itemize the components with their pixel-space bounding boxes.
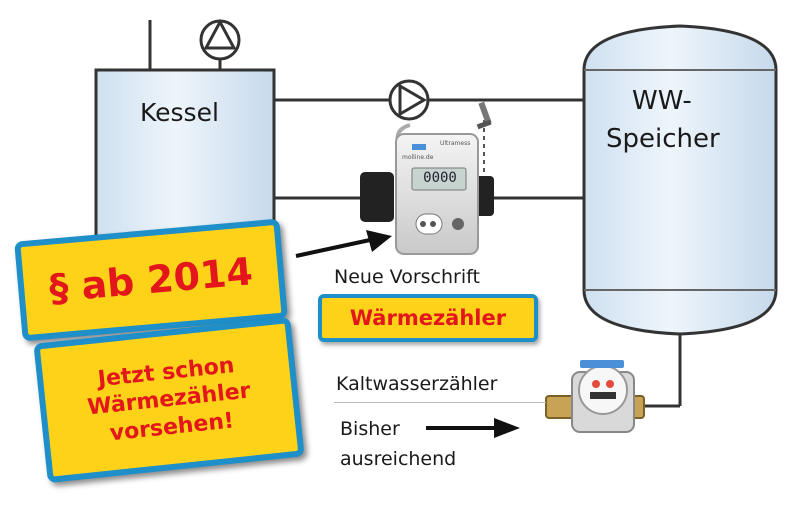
kessel-label: Kessel <box>140 98 219 127</box>
hint-badge: Jetzt schon Wärmezähler vorsehen! <box>33 316 305 484</box>
heat-meter-device <box>360 123 494 255</box>
arrow-to-cold-meter <box>426 418 520 438</box>
boiler-pump-icon <box>199 18 241 61</box>
heat-meter-badge-text: Wärmezähler <box>349 306 507 330</box>
new-regulation-caption: Neue Vorschrift <box>334 266 480 288</box>
heat-meter-badge: Wärmezähler <box>318 294 538 342</box>
speicher-tank <box>582 24 778 336</box>
circulation-pump-icon <box>388 79 430 121</box>
heat-meter-brand: molline.de <box>402 154 434 161</box>
cold-meter-caption: Kaltwasserzähler <box>336 373 498 395</box>
temperature-sensor-icon <box>476 101 492 130</box>
cold-water-meter-icon <box>545 360 645 433</box>
speicher-label-line2: Speicher <box>606 124 720 154</box>
caption-divider <box>334 402 546 403</box>
arrow-to-heat-meter <box>295 230 392 258</box>
heat-meter-display: 0000 <box>423 170 457 186</box>
year-badge-text: § ab 2014 <box>47 249 255 311</box>
bisher-line2: ausreichend <box>340 448 457 470</box>
heat-meter-model: Ultramess <box>440 140 471 147</box>
bisher-line1: Bisher <box>340 418 400 440</box>
speicher-label-line1: WW- <box>632 86 692 116</box>
